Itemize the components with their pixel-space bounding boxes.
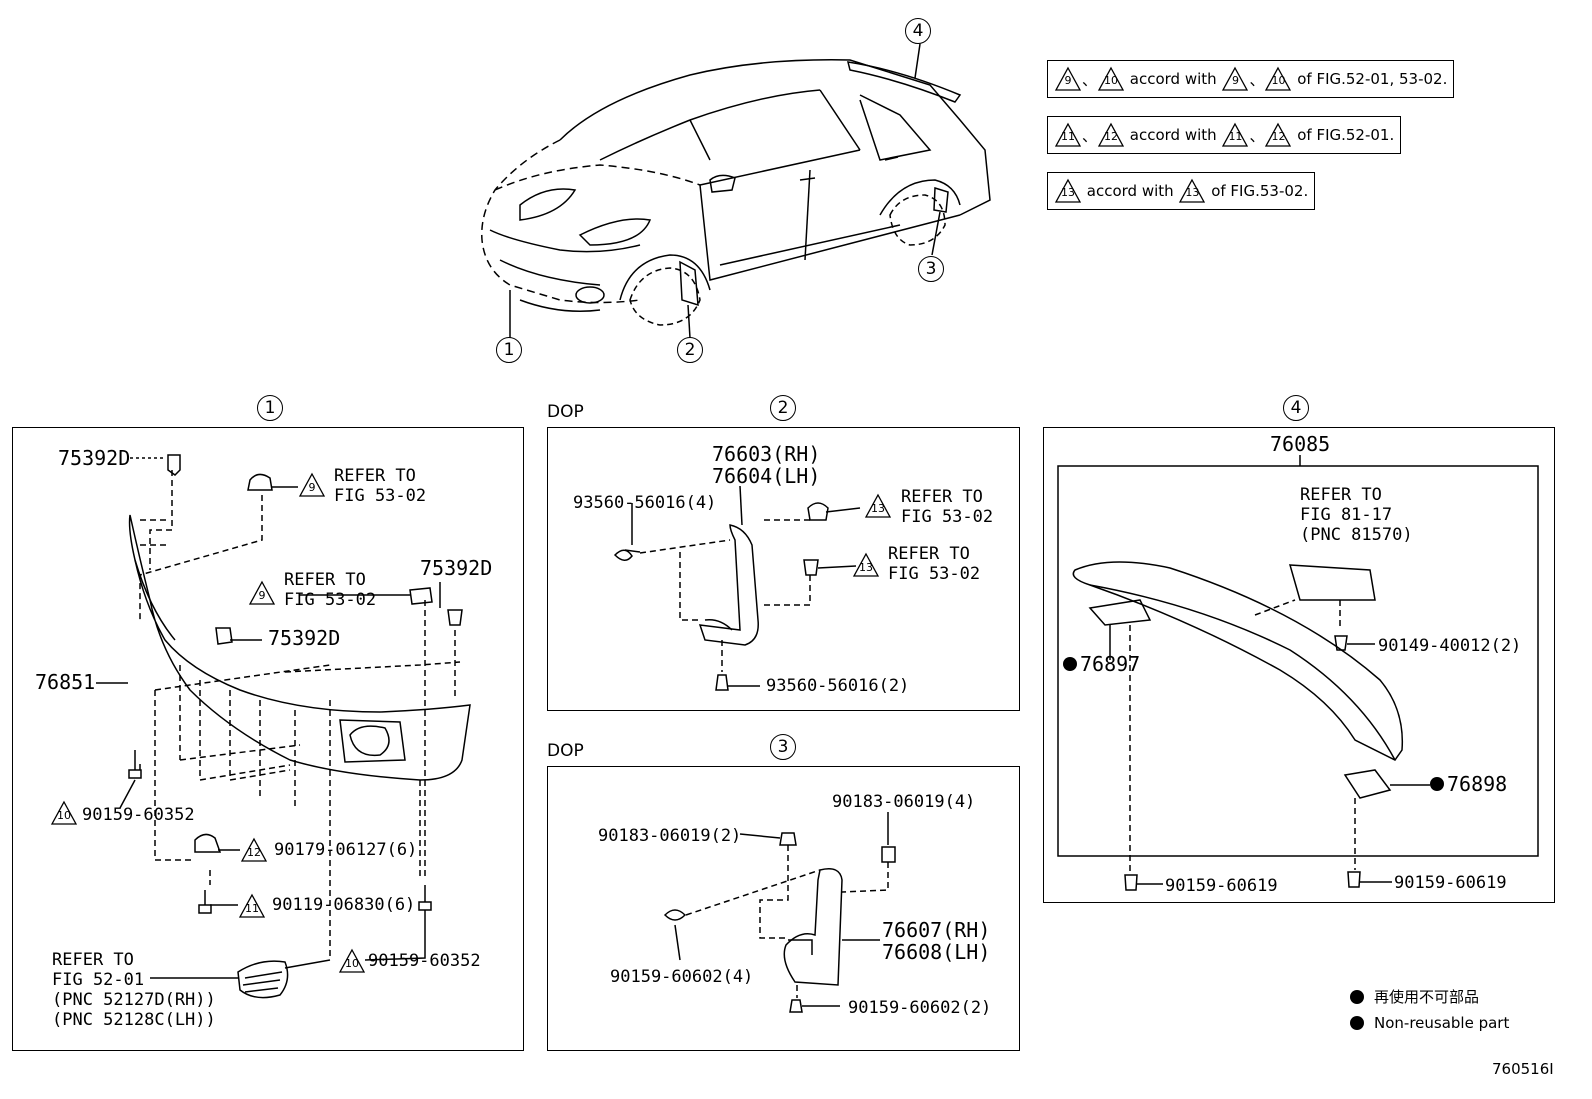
part-76897: 76897 [1080,652,1141,676]
refer-fig-81-17: REFER TO FIG 81-17 (PNC 81570) [1300,485,1413,545]
panel-front-mudguard [547,427,1020,711]
panel3-drawing [663,812,896,1013]
ref-triangle-icon: 9 [298,472,326,498]
overview-callout-1: 1 [496,337,522,363]
note-9-10: 9 、 10 accord with 9 、 10 of FIG.52-01, … [1047,60,1455,98]
legend-jp: 再使用不可部品 [1374,988,1480,1006]
car-overview-drawing [481,43,991,339]
note-triangle-icon: 13 [1178,178,1206,204]
note-triangle-icon: 10 [1097,66,1125,92]
part-90179-06127: 90179-06127(6) [274,840,418,860]
part-90183-06019-2: 90183-06019(2) [598,826,742,846]
legend-en: Non-reusable part [1374,1014,1510,1032]
non-reusable-dot-icon [1430,777,1444,791]
part-76085: 76085 [1270,432,1331,456]
ref-triangle-icon: 9 [248,580,276,606]
overview-callout-4: 4 [905,18,931,44]
part-90149-40012: 90149-40012(2) [1378,636,1522,656]
panel4-callout: 4 [1283,395,1309,421]
panel2-drawing [613,485,861,691]
ref-triangle-icon: 13 [852,552,880,578]
note-triangle-icon: 9 [1221,66,1249,92]
part-93560-56016-2: 93560-56016(2) [766,676,910,696]
part-76603-76604: 76603(RH) 76604(LH) [712,442,821,488]
panel3-callout: 3 [770,734,796,760]
panel1-callout: 1 [257,395,283,421]
note-triangle-icon: 11 [1221,122,1249,148]
note-triangle-icon: 13 [1054,178,1082,204]
part-90183-06019-4: 90183-06019(4) [832,792,976,812]
overview-callout-3: 3 [918,256,944,282]
note-13: 13 accord with 13 of FIG.53-02. [1047,172,1316,210]
overview-callout-2: 2 [677,337,703,363]
part-76898: 76898 [1447,772,1508,796]
part-90159-60602-4: 90159-60602(4) [610,967,754,987]
refer-fig-53-02-b: REFER TO FIG 53-02 [284,570,377,610]
ref-triangle-icon: 10 [338,948,366,974]
refer-fig-53-02-a: REFER TO FIG 53-02 [334,466,427,506]
panel2-dop-label: DOP [547,402,584,422]
part-90159-60619-b: 90159-60619 [1394,873,1507,893]
note-11-12: 11 、 12 accord with 11 、 12 of FIG.52-01… [1047,116,1402,154]
part-76851: 76851 [35,670,96,694]
part-90159-60352-a: 90159-60352 [82,805,195,825]
note-triangle-icon: 12 [1264,122,1292,148]
panel1-drawing [96,454,471,999]
refer-fig-53-02-d: REFER TO FIG 53-02 [888,544,981,584]
note-triangle-icon: 12 [1097,122,1125,148]
note-triangle-icon: 10 [1264,66,1292,92]
part-75392d-top: 75392D [58,446,131,470]
part-90159-60352-b: 90159-60352 [368,951,481,971]
panel3-dop-label: DOP [547,741,584,761]
ref-triangle-icon: 13 [864,493,892,519]
part-76607-76608: 76607(RH) 76608(LH) [882,918,991,964]
ref-triangle-icon: 11 [238,893,266,919]
note-triangle-icon: 11 [1054,122,1082,148]
part-75392d-right: 75392D [420,556,493,580]
part-90159-60602-2: 90159-60602(2) [848,998,992,1018]
refer-fig-53-02-c: REFER TO FIG 53-02 [901,487,994,527]
panel2-callout: 2 [770,395,796,421]
non-reusable-dot-icon [1063,657,1077,671]
note-triangle-icon: 9 [1054,66,1082,92]
refer-fig-52-01: REFER TO FIG 52-01 (PNC 52127D(RH)) (PNC… [52,950,216,1030]
legend-dot-icon [1350,990,1364,1004]
panel-front-bumper [12,427,524,1051]
part-93560-56016-4: 93560-56016(4) [573,493,717,513]
part-75392d-mid: 75392D [268,626,341,650]
ref-triangle-icon: 12 [240,837,268,863]
ref-triangle-icon: 10 [50,800,78,826]
legend-dot-icon [1350,1016,1364,1030]
panel-rear-mudguard [547,766,1020,1051]
part-90119-06830: 90119-06830(6) [272,895,416,915]
panel4-drawing [1057,455,1539,891]
panel-rear-spoiler [1043,427,1555,903]
figure-id: 760516I [1492,1060,1554,1078]
part-90159-60619-a: 90159-60619 [1165,876,1278,896]
